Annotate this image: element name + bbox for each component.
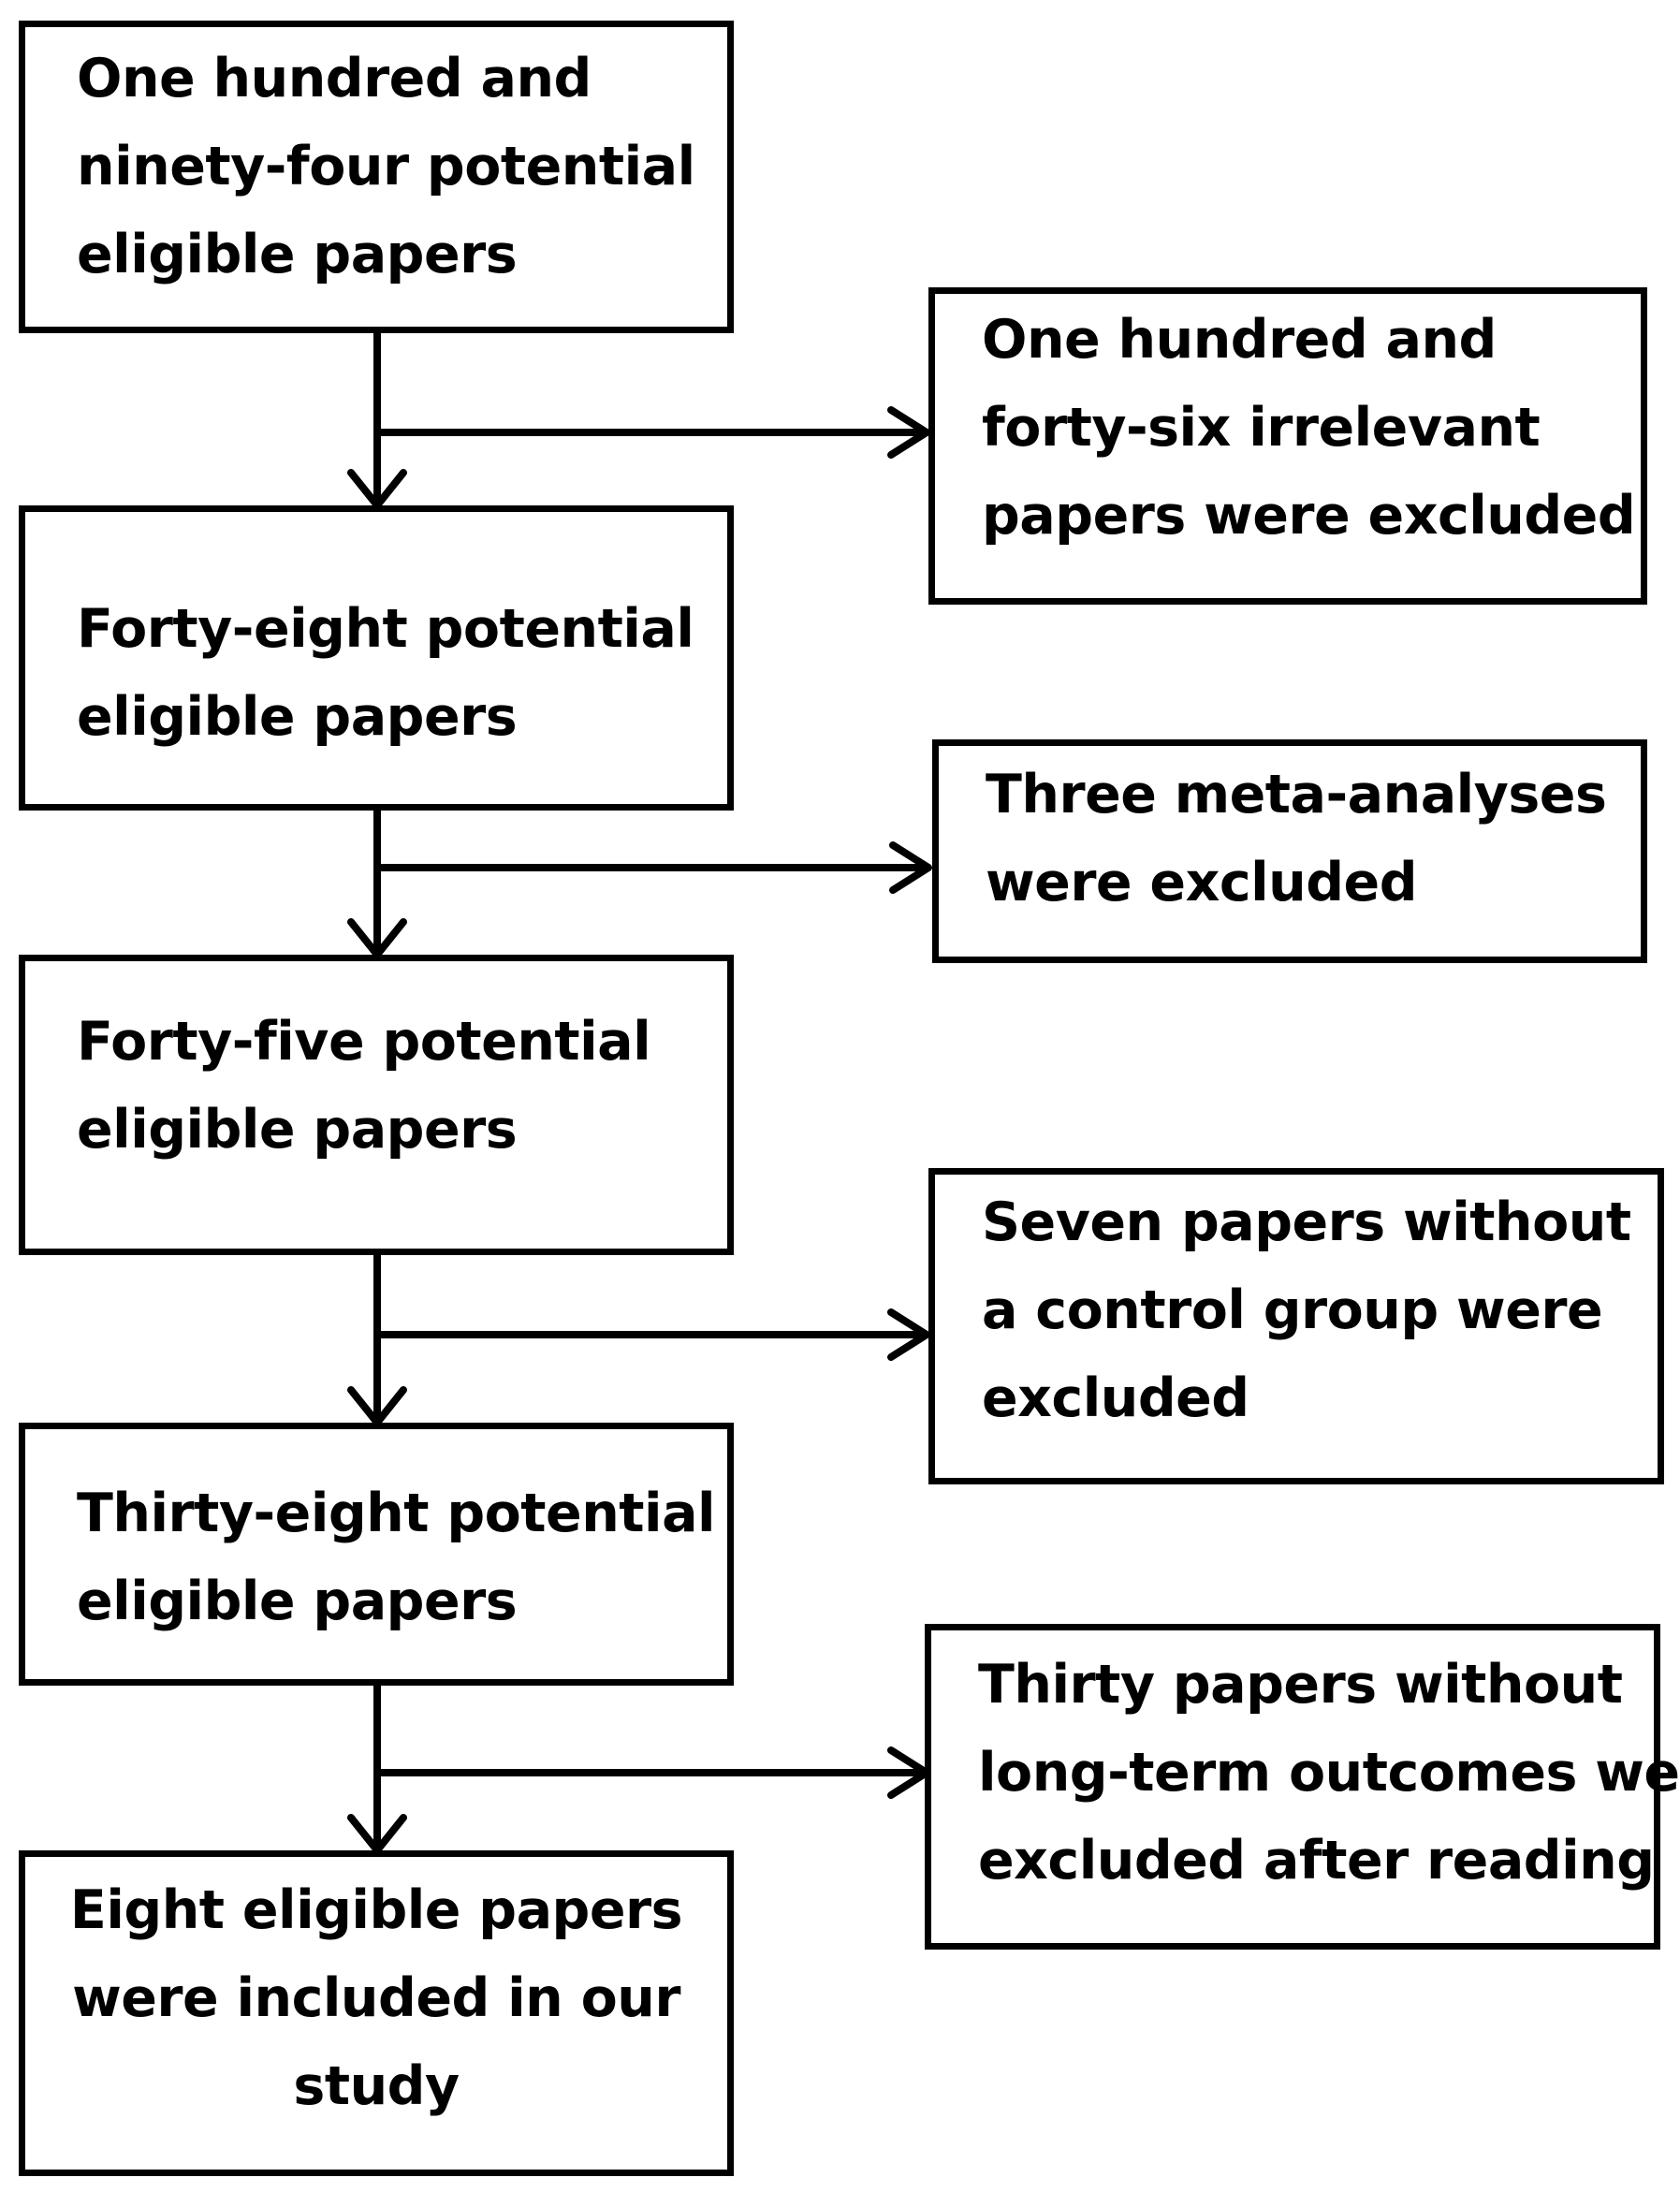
side-arrowhead-3 <box>887 1308 930 1361</box>
step-box-2: Forty-eight potential eligible papers <box>19 505 734 811</box>
exclusion-box-4: Thirty papers without long-term outcomes… <box>925 1624 1680 1950</box>
exclusion-4-line-3: excluded after reading <box>978 1830 1655 1892</box>
step-1-line-1: One hundred and <box>77 48 592 110</box>
step-box-1: One hundred and ninety-four potential el… <box>19 21 734 333</box>
step-2-line-2: eligible papers <box>77 686 518 748</box>
step-4-line-1: Thirty-eight potential <box>77 1483 716 1544</box>
step-box-4: Thirty-eight potential eligible papers <box>19 1423 734 1686</box>
step-3-line-2: eligible papers <box>77 1099 518 1161</box>
exclusion-1-line-3: papers were excluded <box>982 485 1636 547</box>
exclusion-box-1: One hundred and forty-six irrelevant pap… <box>928 287 1647 605</box>
step-2-line-1: Forty-eight potential <box>77 598 694 660</box>
step-1-line-3: eligible papers <box>77 224 518 285</box>
exclusion-2-line-1: Three meta-analyses <box>986 764 1607 826</box>
step-1-line-2: ninety-four potential <box>77 136 695 197</box>
step-3-line-1: Forty-five potential <box>77 1011 651 1073</box>
final-box: Eight eligible papers were included in o… <box>19 1850 734 2176</box>
exclusion-3-line-3: excluded <box>982 1367 1249 1429</box>
exclusion-3-line-1: Seven papers without <box>982 1191 1631 1253</box>
exclusion-4-line-2: long-term outcomes were <box>978 1742 1680 1804</box>
exclusion-box-2: Three meta-analyses were excluded <box>932 739 1647 963</box>
exclusion-2-line-2: were excluded <box>986 852 1418 913</box>
step-box-3: Forty-five potential eligible papers <box>19 955 734 1255</box>
exclusion-1-line-1: One hundred and <box>982 309 1497 371</box>
final-line-1: Eight eligible papers <box>69 1879 683 1941</box>
exclusion-box-3: Seven papers without a control group wer… <box>928 1168 1664 1484</box>
exclusion-3-line-2: a control group were <box>982 1279 1603 1341</box>
exclusion-4-line-1: Thirty papers without <box>978 1654 1623 1716</box>
side-arrowhead-1 <box>887 406 930 459</box>
side-arrowhead-2 <box>889 841 932 894</box>
step-4-line-2: eligible papers <box>77 1571 518 1632</box>
exclusion-1-line-2: forty-six irrelevant <box>982 397 1541 459</box>
final-line-2: were included in our <box>72 1967 680 2029</box>
final-line-3: study <box>293 2055 460 2117</box>
